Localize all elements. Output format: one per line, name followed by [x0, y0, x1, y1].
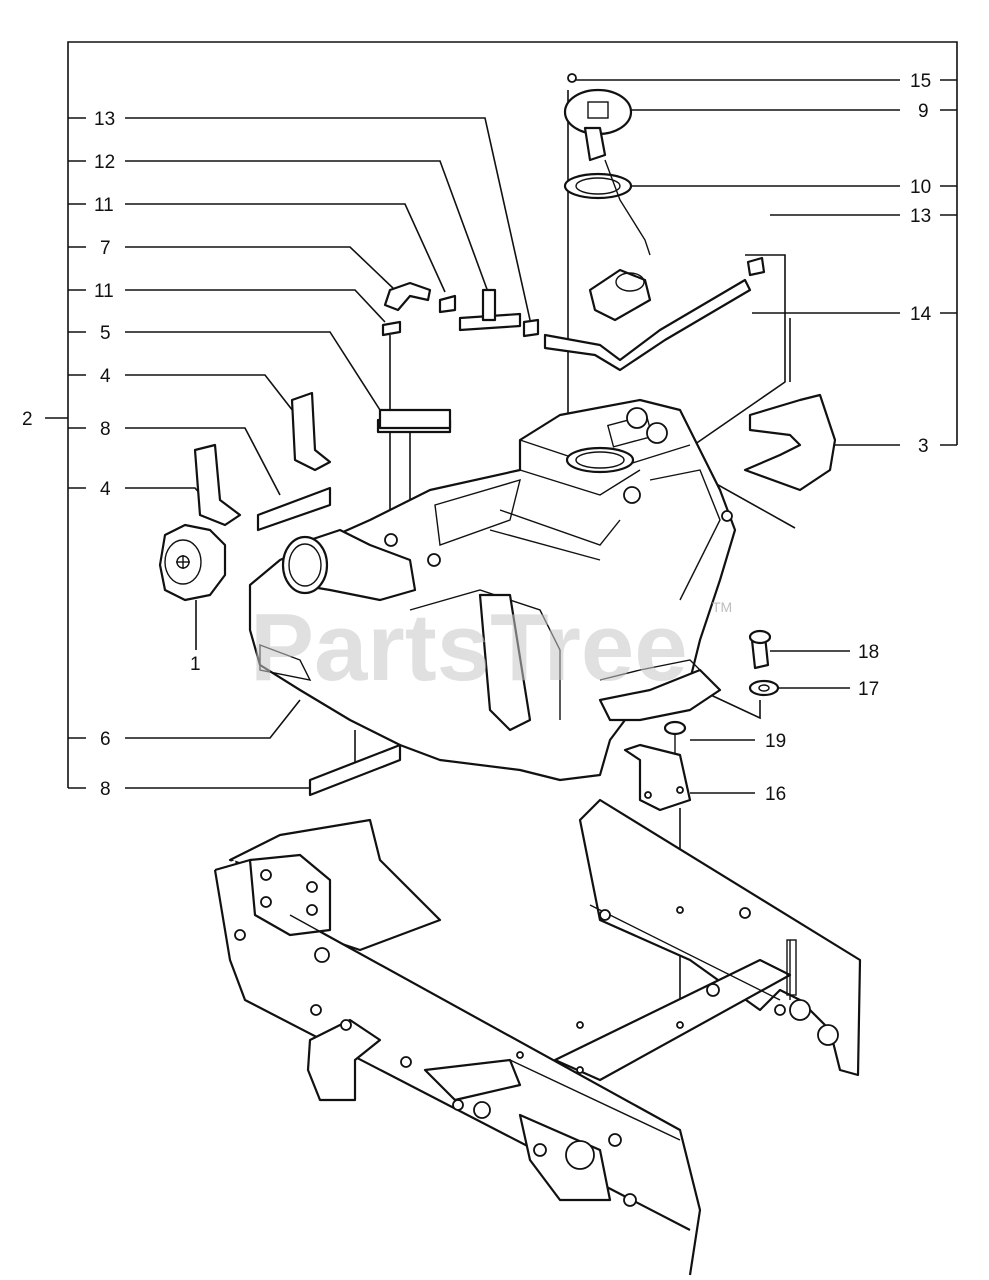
- callout-7: 7: [100, 238, 111, 259]
- shield-plate: [743, 393, 837, 492]
- mounting-hardware: [623, 629, 780, 812]
- hoses-and-fittings: [381, 256, 766, 372]
- callout-16: 16: [765, 784, 786, 805]
- callout-1: 1: [190, 654, 201, 675]
- callout-4-bottom: 4: [100, 479, 111, 500]
- callout-4-top: 4: [100, 366, 111, 387]
- callout-13-right: 13: [910, 206, 931, 227]
- callout-2: 2: [22, 409, 33, 430]
- callout-14: 14: [910, 304, 932, 325]
- callout-17: 17: [858, 679, 879, 700]
- watermark: PartsTree TM: [250, 594, 732, 701]
- leader-lines: [68, 79, 957, 1150]
- chassis-frame: [210, 798, 862, 1280]
- filler-neck-and-cap: [158, 523, 417, 602]
- callout-18: 18: [858, 642, 879, 663]
- watermark-trademark: TM: [712, 599, 732, 615]
- callout-8-bottom: 8: [100, 779, 111, 800]
- callout-15: 15: [910, 71, 931, 92]
- callout-8-top: 8: [100, 419, 111, 440]
- watermark-text: PartsTree: [250, 594, 688, 701]
- callout-5: 5: [100, 323, 111, 344]
- group-bracket-lines: [45, 41, 958, 788]
- callout-19: 19: [765, 731, 786, 752]
- callout-6: 6: [100, 729, 111, 750]
- pads: [193, 391, 452, 797]
- callout-10: 10: [910, 177, 931, 198]
- callout-13-left: 13: [94, 109, 115, 130]
- callout-11-top: 11: [94, 195, 114, 216]
- callout-12: 12: [94, 152, 115, 173]
- fuel-sender: [563, 73, 652, 322]
- callout-3: 3: [918, 436, 929, 457]
- callout-11-bottom: 11: [94, 281, 114, 302]
- fuel-tank: [248, 398, 737, 782]
- callout-9: 9: [918, 101, 929, 122]
